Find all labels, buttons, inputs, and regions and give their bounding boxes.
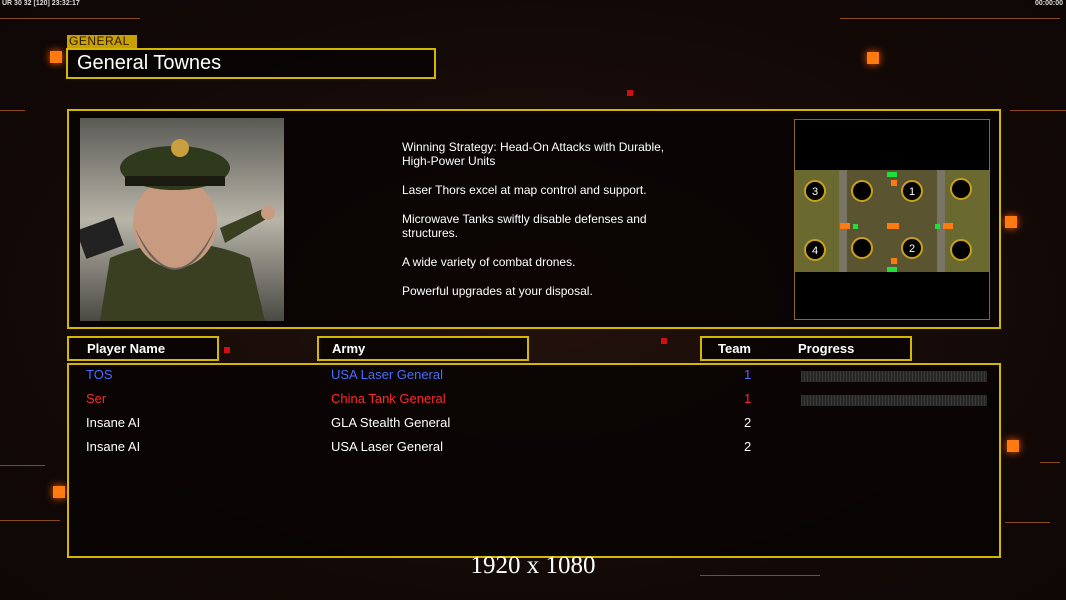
column-header-team-progress: Team Progress [700,336,912,361]
player-army[interactable]: GLA Stealth General [331,415,451,430]
column-header-team: Team [718,341,751,356]
description-line: Winning Strategy: Head-On Attacks with D… [402,140,665,168]
column-header-progress: Progress [798,341,855,356]
description-line: Laser Thors excel at map control and sup… [402,183,647,197]
player-team[interactable]: 1 [744,367,752,382]
description-line: Powerful upgrades at your disposal. [402,284,593,298]
progress-bar [801,371,987,382]
player-name: Ser [86,391,107,406]
player-name: Insane AI [86,439,141,454]
start-position-4: 4 [812,245,818,257]
player-team[interactable]: 2 [744,415,752,430]
table-row: Ser China Tank General 1 [69,391,999,411]
resolution-label: 1920 x 1080 [470,552,596,579]
progress-bar [801,395,987,406]
start-position-2: 2 [909,243,915,255]
map-preview: 1 2 3 4 [794,119,990,320]
player-army[interactable]: China Tank General [331,391,446,406]
table-row: Insane AI GLA Stealth General 2 [69,415,999,435]
description-line: Microwave Tanks swiftly disable defenses… [402,212,647,240]
start-position-1: 1 [909,186,915,198]
general-portrait [76,118,284,321]
general-description: Winning Strategy: Head-On Attacks with D… [402,140,702,313]
player-team[interactable]: 1 [744,391,752,406]
table-row: TOS USA Laser General 1 [69,367,999,387]
player-team[interactable]: 2 [744,439,752,454]
general-tag: GENERAL [67,35,137,48]
player-army[interactable]: USA Laser General [331,367,444,382]
player-army[interactable]: USA Laser General [331,439,444,454]
description-line: A wide variety of combat drones. [402,255,576,269]
fps-counter: UR 30 32 [120] 23:32:17 [2,0,80,7]
player-name: Insane AI [86,415,141,430]
player-name: TOS [86,367,113,382]
players-table: TOS USA Laser General 1 Ser China Tank G… [67,363,1001,558]
general-title: General Townes [66,48,436,79]
table-row: Insane AI USA Laser General 2 [69,439,999,459]
start-position-3: 3 [812,186,818,198]
column-header-army: Army [317,336,529,361]
game-clock: 00:00:00 [1034,0,1063,7]
column-header-player: Player Name [67,336,219,361]
